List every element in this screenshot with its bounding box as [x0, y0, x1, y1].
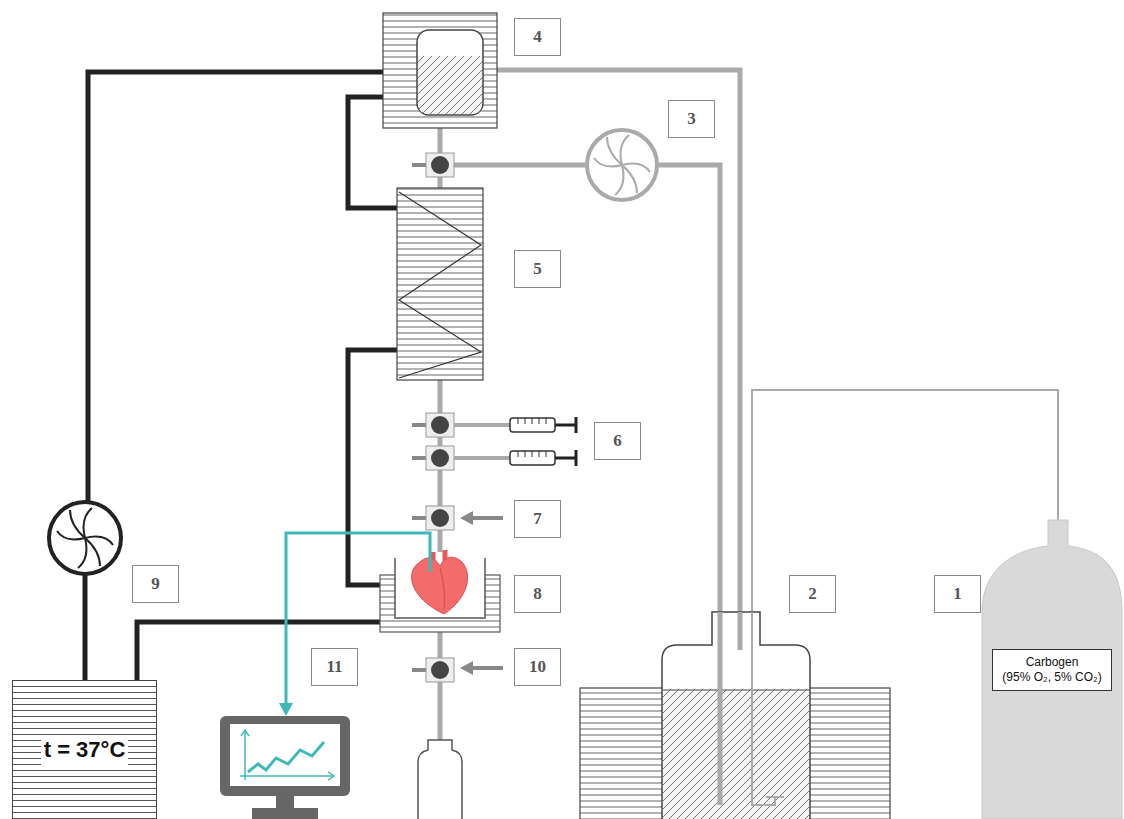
- signal-line: [279, 533, 430, 716]
- callout-number: 10: [514, 648, 561, 686]
- heating-circuit: [83, 575, 88, 680]
- heat-exchanger: [397, 188, 483, 380]
- signal-line: [286, 533, 430, 705]
- heating-circuit: [348, 350, 397, 585]
- label-text: t = 37°C: [41, 735, 129, 765]
- water-bath: [580, 688, 890, 819]
- gas-cylinder: [982, 520, 1122, 819]
- number-text: 11: [326, 657, 342, 677]
- medium-bottle: [662, 612, 810, 819]
- callout-number: 11: [311, 648, 358, 686]
- organ-bath: [380, 558, 500, 632]
- perfusate-tube: [452, 163, 587, 168]
- medium-bottle: [663, 690, 809, 691]
- heart: [412, 550, 468, 614]
- heart: [412, 557, 468, 614]
- heat-exchanger: [397, 188, 483, 380]
- perfusate-tube: [497, 70, 740, 650]
- stopcock-valve: [426, 658, 454, 682]
- syringe: [518, 418, 546, 457]
- stopcock-valve: [431, 509, 449, 527]
- roller-pump: [622, 165, 637, 193]
- stopcock-valve: [431, 416, 449, 434]
- callout-number: 3: [668, 100, 715, 138]
- callout-number: 5: [514, 250, 561, 288]
- number-text: 4: [533, 27, 542, 47]
- heat-exchanger: [399, 192, 481, 378]
- water-bath: [580, 688, 890, 819]
- callout-number: 9: [132, 565, 179, 603]
- heating-circuit: [85, 72, 397, 680]
- number-text: 3: [687, 109, 696, 129]
- organ-bath: [395, 558, 485, 618]
- monitor: [230, 724, 340, 786]
- gas-cylinder: [982, 520, 1122, 819]
- roller-pump: [587, 130, 657, 200]
- number-text: 1: [953, 584, 962, 604]
- reservoir: [418, 56, 482, 114]
- callout-number: 8: [514, 575, 561, 613]
- heating-circuit: [88, 72, 383, 501]
- number-text: 9: [151, 574, 160, 594]
- flow-arrow: [460, 511, 473, 525]
- monitor: [220, 716, 350, 819]
- callout-number: 1: [934, 575, 981, 613]
- medium-bottle: [662, 612, 810, 819]
- signal-line: [279, 703, 293, 716]
- number-text: 5: [533, 259, 542, 279]
- flow-arrow: [460, 661, 473, 675]
- label-text: (95% O₂, 5% CO₂): [1002, 670, 1101, 685]
- circulation-pump: [84, 508, 92, 538]
- callout-number: 4: [514, 18, 561, 56]
- monitor: [240, 730, 334, 780]
- circulation-pump: [57, 508, 113, 568]
- monitor: [276, 796, 294, 808]
- collecting-bottle: [418, 740, 462, 819]
- heart: [440, 568, 445, 610]
- monitor: [252, 808, 318, 819]
- roller-pump: [607, 137, 622, 165]
- monitor: [220, 716, 350, 796]
- circulation-pump: [85, 538, 100, 566]
- stopcock-valve: [431, 449, 449, 467]
- callout-number: 7: [514, 500, 561, 538]
- reservoir: [417, 30, 483, 115]
- roller-pump: [587, 130, 657, 200]
- syringe: [555, 417, 576, 466]
- stopcock-valve: [426, 413, 454, 437]
- circulation-pump: [49, 502, 121, 574]
- stopcock-valve: [426, 153, 454, 177]
- roller-pump: [594, 135, 650, 195]
- number-text: 8: [533, 584, 542, 604]
- monitor: [248, 742, 324, 772]
- stopcock-valve: [426, 446, 454, 470]
- callout-number: 6: [594, 422, 641, 460]
- stopcock-valve: [431, 661, 449, 679]
- circulation-pump: [78, 538, 86, 568]
- stopcock-valve: [426, 506, 454, 530]
- number-text: 2: [808, 584, 817, 604]
- medium-bottle: [720, 612, 740, 805]
- reservoir: [383, 13, 497, 128]
- stopcock-valve: [431, 156, 449, 174]
- roller-pump: [621, 135, 629, 165]
- roller-pump: [615, 165, 623, 195]
- gas-label: Carbogen(95% O₂, 5% CO₂): [992, 649, 1112, 691]
- label-text: Carbogen: [1026, 655, 1079, 670]
- callout-number: 2: [789, 575, 836, 613]
- medium-bottle: [663, 690, 809, 819]
- circulation-pump: [49, 502, 121, 574]
- syringe: [454, 417, 576, 466]
- number-text: 10: [529, 657, 546, 677]
- collecting-bottle: [418, 740, 462, 819]
- reservoir: [383, 13, 497, 128]
- number-text: 7: [533, 509, 542, 529]
- medium-bottle: [752, 612, 784, 805]
- thermostat-bath: t = 37°C: [12, 680, 157, 819]
- number-text: 6: [613, 431, 622, 451]
- circulation-pump: [70, 510, 85, 538]
- syringe: [454, 425, 510, 458]
